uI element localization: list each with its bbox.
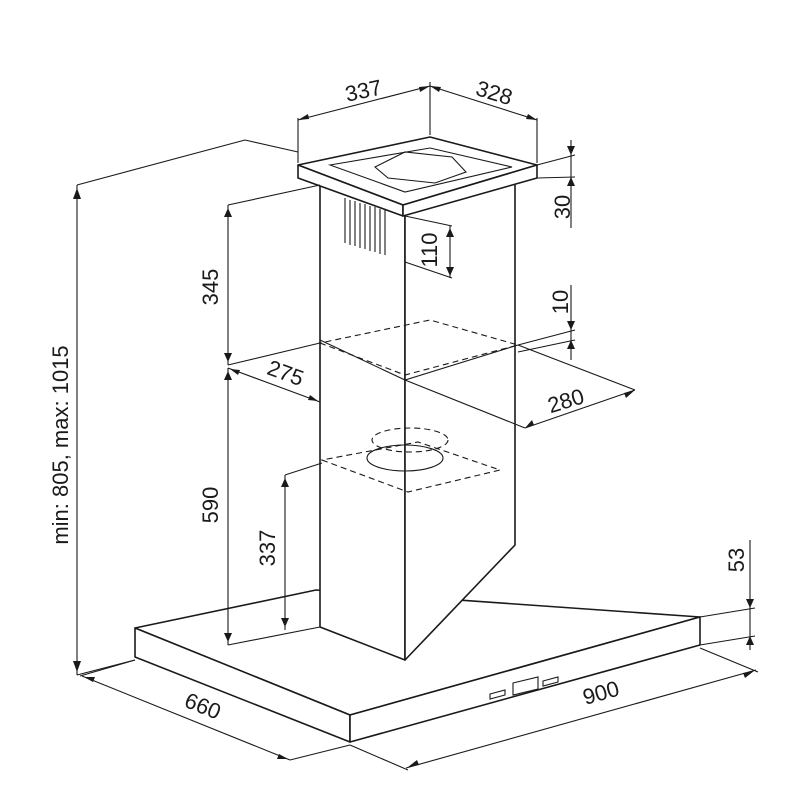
bracket-inner-rim <box>327 147 513 193</box>
vent-grille <box>344 198 386 255</box>
label-outlet-height: 337 <box>255 530 280 567</box>
chimney-inner-section <box>318 319 521 376</box>
label-canopy-width: 900 <box>580 676 622 710</box>
chimney-left-face <box>319 184 406 661</box>
dim-upper-chimney: 345 <box>198 184 321 366</box>
label-flange-height: 30 <box>550 195 575 219</box>
control-button-left <box>489 689 506 700</box>
control-display <box>512 676 539 696</box>
label-overlap: 10 <box>548 290 573 314</box>
dim-vent-height: 110 <box>404 215 454 279</box>
outlet-opening-upper <box>371 427 449 453</box>
dim-flange-height: 30 <box>536 140 576 228</box>
hexagon-plate <box>374 151 467 184</box>
label-lower-chimney: 590 <box>198 487 223 524</box>
dim-total-height: min: 805, max: 1015 <box>48 139 299 676</box>
outlet-section <box>319 441 502 493</box>
label-total-height: min: 805, max: 1015 <box>48 345 73 544</box>
label-inner-width: 280 <box>545 384 587 419</box>
outlet-opening <box>366 444 444 472</box>
canopy <box>134 589 701 743</box>
dim-canopy-height: 53 <box>699 540 756 650</box>
control-panel <box>489 676 559 700</box>
dim-inner-depth: 275 <box>227 343 321 403</box>
dim-lower-chimney: 590 <box>198 368 321 646</box>
label-top-depth: 328 <box>473 76 515 111</box>
label-canopy-height: 53 <box>724 548 749 572</box>
label-inner-depth: 275 <box>264 355 307 391</box>
label-vent-height: 110 <box>417 232 442 267</box>
label-top-width: 337 <box>343 75 384 107</box>
dim-outlet-height: 337 <box>255 462 323 630</box>
dim-overlap: 10 <box>517 285 576 360</box>
ceiling-bracket <box>297 136 538 217</box>
label-upper-chimney: 345 <box>198 269 223 306</box>
control-button-right <box>542 676 559 687</box>
